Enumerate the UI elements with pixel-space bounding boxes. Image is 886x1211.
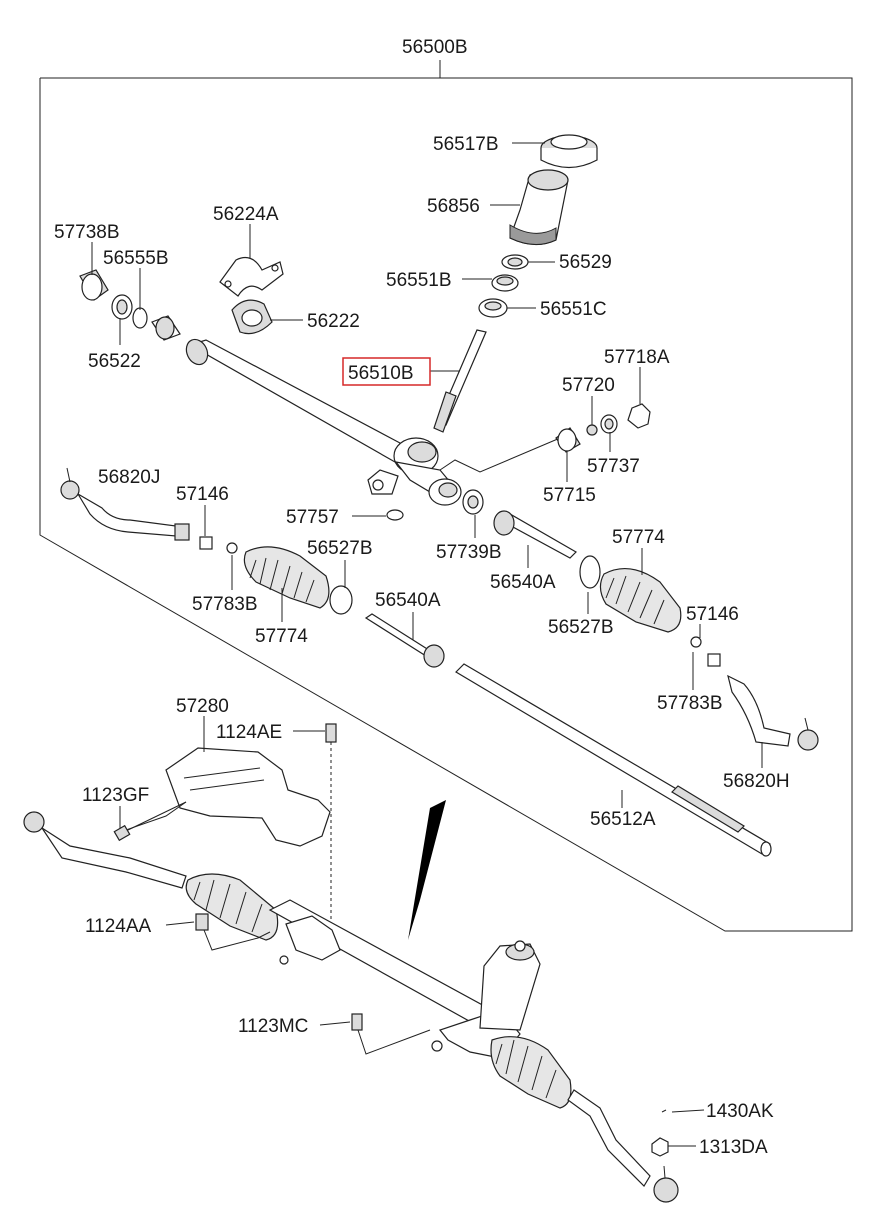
rack-bar	[455, 663, 772, 857]
label-56224A[interactable]: 56224A	[213, 204, 279, 225]
label-56555B[interactable]: 56555B	[103, 248, 169, 269]
label-56529[interactable]: 56529	[559, 252, 612, 273]
label-57280[interactable]: 57280	[176, 696, 229, 717]
inner-tie-rods	[364, 489, 577, 668]
label-56512A[interactable]: 56512A	[590, 809, 656, 830]
label-1124AA[interactable]: 1124AA	[85, 916, 152, 937]
label-57146-right[interactable]: 57146	[686, 604, 739, 625]
label-57774-right[interactable]: 57774	[612, 527, 665, 548]
label-56527B-left[interactable]: 56527B	[307, 538, 373, 559]
label-1123MC[interactable]: 1123MC	[238, 1016, 308, 1037]
label-56820H[interactable]: 56820H	[723, 771, 790, 792]
label-57720[interactable]: 57720	[562, 375, 615, 396]
pinion-parts	[433, 134, 598, 433]
label-56510B[interactable]: 56510B	[348, 363, 414, 384]
right-tie-rod-parts	[579, 555, 819, 751]
label-56551B[interactable]: 56551B	[386, 270, 452, 291]
label-56527B-right[interactable]: 56527B	[548, 617, 614, 638]
label-56551C[interactable]: 56551C	[540, 299, 607, 320]
mount-brackets	[219, 257, 284, 335]
assembly-boundary	[39, 60, 853, 932]
part-labels: 56500B 56517B 56856 56224A 57738B 56555B…	[54, 37, 790, 1158]
label-1430AK[interactable]: 1430AK	[706, 1101, 774, 1122]
label-57715[interactable]: 57715	[543, 485, 596, 506]
left-bushings	[79, 269, 181, 341]
label-57774-left[interactable]: 57774	[255, 626, 308, 647]
label-57783B-right[interactable]: 57783B	[657, 693, 723, 714]
label-57737[interactable]: 57737	[587, 456, 640, 477]
label-1124AE[interactable]: 1124AE	[216, 722, 282, 743]
label-57757[interactable]: 57757	[286, 507, 339, 528]
label-56820J[interactable]: 56820J	[98, 467, 160, 488]
label-56856[interactable]: 56856	[427, 196, 480, 217]
leader-lines	[91, 142, 763, 1147]
label-56222[interactable]: 56222	[307, 311, 360, 332]
label-56522[interactable]: 56522	[88, 351, 141, 372]
gear-housing	[185, 338, 561, 506]
label-1123GF[interactable]: 1123GF	[82, 785, 149, 806]
label-56540A-right[interactable]: 56540A	[490, 572, 556, 593]
label-57146-left[interactable]: 57146	[176, 484, 229, 505]
assembled-view	[23, 723, 679, 1203]
label-57738B[interactable]: 57738B	[54, 222, 120, 243]
label-56500B[interactable]: 56500B	[402, 37, 468, 58]
label-56540A-left[interactable]: 56540A	[375, 590, 441, 611]
label-1313DA[interactable]: 1313DA	[699, 1137, 768, 1158]
label-57783B-left[interactable]: 57783B	[192, 594, 258, 615]
label-57718A[interactable]: 57718A	[604, 347, 670, 368]
label-57739B[interactable]: 57739B	[436, 542, 502, 563]
yoke-parts	[555, 403, 651, 453]
highlight-box	[342, 357, 431, 386]
left-tie-rod-parts	[60, 467, 404, 615]
label-56517B[interactable]: 56517B	[433, 134, 499, 155]
